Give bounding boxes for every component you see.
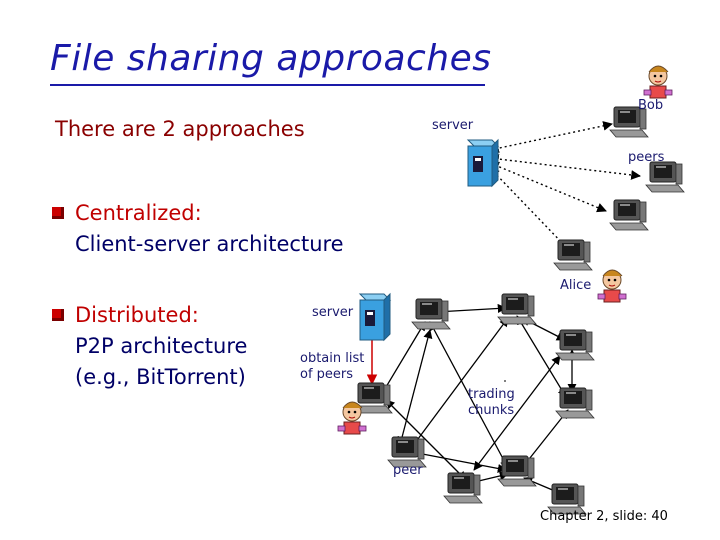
bob-label: Bob: [638, 98, 664, 113]
bullet-distributed-head: Distributed:: [75, 303, 199, 327]
obtain-list-label-2: of peers: [300, 367, 354, 382]
obtain-list-label-1: obtain list: [300, 351, 365, 366]
bullet-centralized-head: Centralized:: [75, 201, 202, 225]
peer-computer-icon: [553, 239, 593, 271]
person-bob-icon: [643, 65, 673, 99]
peers-label: peers: [628, 150, 665, 165]
bullet-centralized: Centralized: Client-server architecture: [52, 198, 344, 260]
alice-label: Alice: [560, 278, 592, 293]
bullet-centralized-line2: Client-server architecture: [75, 232, 344, 256]
peer-computer-icon: [555, 329, 595, 361]
trading-chunks-label-1: trading: [468, 387, 515, 402]
bullet-distributed-line3: (e.g., BitTorrent): [75, 365, 246, 389]
title-underline: [50, 84, 485, 86]
peer-computer-icon: [555, 387, 595, 419]
bullet-mark-icon: [52, 207, 64, 219]
client-server-diagram: [467, 65, 685, 303]
central-server-icon: [467, 139, 499, 187]
p2p-diagram: [337, 293, 595, 515]
peer-computer-icon: [497, 293, 537, 325]
slide-title: File sharing approaches: [50, 38, 492, 79]
bullet-distributed-line2: P2P architecture: [75, 334, 248, 358]
peer-computer-icon: [443, 472, 483, 504]
slide-footer: Chapter 2, slide: 40: [540, 509, 668, 524]
tracker-server-icon: [359, 293, 391, 341]
trading-chunks-label-2: chunks: [468, 403, 515, 418]
peer-computer-icon: [609, 199, 649, 231]
peer-computer-icon: [411, 298, 451, 330]
bullet-mark-icon: [52, 309, 64, 321]
peer-computer-icon: [645, 161, 685, 193]
peer-label: peer: [393, 463, 423, 478]
person-alice-icon: [597, 269, 627, 303]
top-server-label: server: [432, 118, 474, 133]
peer-computer-icon: [497, 455, 537, 487]
bullet-distributed: Distributed: P2P architecture (e.g., Bit…: [52, 300, 248, 393]
intro-text: There are 2 approaches: [55, 117, 305, 141]
bottom-server-label: server: [312, 305, 354, 320]
